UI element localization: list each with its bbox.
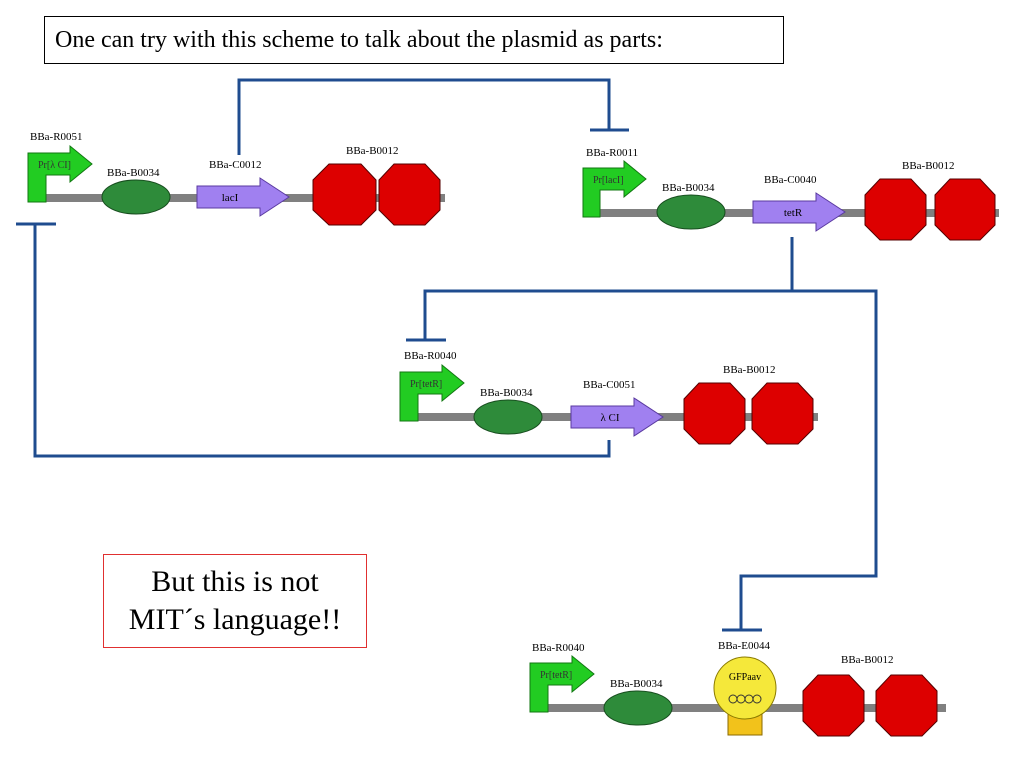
cds-label: tetR — [784, 207, 803, 219]
cds-label: lacI — [222, 192, 239, 204]
construct-3: BBa-R0040 Pr[tetR] BBa-B0034 BBa-C0051 λ… — [399, 350, 818, 445]
terminator-b0012: BBa-B0012 — [864, 160, 996, 241]
promoter-r0051: BBa-R0051 Pr[λ CI] — [27, 131, 93, 203]
cds-id: BBa-C0040 — [764, 174, 817, 186]
terminator-b0012: BBa-B0012 — [802, 654, 938, 737]
wire-tetr-to-e0044 — [739, 289, 878, 630]
reporter-coil-icon — [728, 694, 762, 704]
rbs-id: BBa-B0034 — [610, 678, 663, 690]
reporter-id: BBa-E0044 — [718, 640, 770, 652]
promoter-label: Pr[λ CI] — [38, 160, 71, 171]
promoter-r0040: BBa-R0040 Pr[tetR] — [529, 642, 595, 713]
wire-laci-to-r0011 — [237, 78, 611, 155]
rbs-b0034: BBa-B0034 — [603, 678, 673, 726]
cds-c0012: BBa-C0012 lacI — [196, 159, 290, 217]
terminator-id: BBa-B0012 — [841, 654, 894, 666]
terminator-id: BBa-B0012 — [723, 364, 776, 376]
note-box: But this is not MIT´s language!! — [103, 554, 367, 648]
promoter-r0011: BBa-R0011 Pr[lacI] — [582, 147, 647, 218]
promoter-id: BBa-R0040 — [404, 350, 457, 362]
rbs-b0034: BBa-B0034 — [473, 387, 543, 435]
promoter-label: Pr[lacI] — [593, 175, 624, 186]
rbs-b0034: BBa-B0034 — [656, 182, 726, 230]
promoter-id: BBa-R0040 — [532, 642, 585, 654]
cds-label: λ CI — [600, 412, 619, 424]
wire-ci-to-r0051 — [33, 224, 611, 458]
terminator-b0012: BBa-B0012 — [312, 145, 441, 226]
promoter-id: BBa-R0051 — [30, 131, 83, 143]
cds-id: BBa-C0051 — [583, 379, 636, 391]
wire-tetr-to-r0040 — [423, 237, 794, 340]
cds-c0051: BBa-C0051 λ CI — [570, 379, 664, 437]
promoter-label: Pr[tetR] — [540, 670, 572, 681]
slide-title: One can try with this scheme to talk abo… — [44, 16, 784, 64]
reporter-e0044: BBa-E0044 GFPaav — [713, 640, 777, 736]
rbs-b0034: BBa-B0034 — [101, 167, 171, 215]
reporter-label: GFPaav — [729, 672, 761, 683]
note-line-2: MIT´s language!! — [128, 603, 342, 636]
construct-1: BBa-R0051 Pr[λ CI] BBa-B0034 BBa-C0012 l… — [27, 131, 445, 226]
rbs-id: BBa-B0034 — [107, 167, 160, 179]
rbs-id: BBa-B0034 — [662, 182, 715, 194]
cds-id: BBa-C0012 — [209, 159, 262, 171]
rbs-id: BBa-B0034 — [480, 387, 533, 399]
promoter-r0040: BBa-R0040 Pr[tetR] — [399, 350, 465, 422]
promoter-id: BBa-R0011 — [586, 147, 638, 159]
cds-c0040: BBa-C0040 tetR — [752, 174, 846, 232]
repression-wires — [16, 78, 878, 632]
promoter-label: Pr[tetR] — [410, 379, 442, 390]
terminator-b0012: BBa-B0012 — [683, 364, 814, 445]
terminator-id: BBa-B0012 — [346, 145, 399, 157]
note-line-1: But this is not — [151, 565, 319, 598]
construct-2: BBa-R0011 Pr[lacI] BBa-B0034 BBa-C0040 t… — [582, 147, 999, 241]
terminator-id: BBa-B0012 — [902, 160, 955, 172]
construct-4: BBa-R0040 Pr[tetR] BBa-B0034 BBa-E0044 G… — [529, 640, 946, 737]
